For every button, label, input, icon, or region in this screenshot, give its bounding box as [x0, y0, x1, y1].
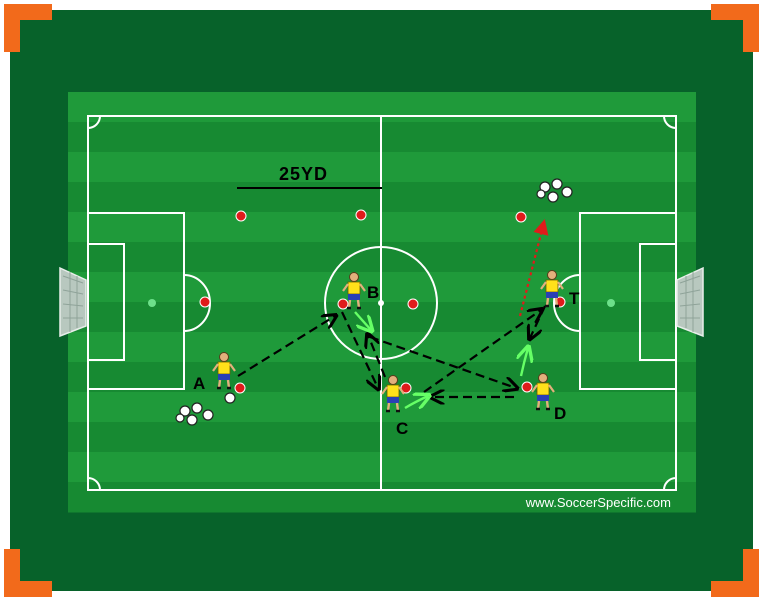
- shot-arrow-t: [518, 219, 549, 317]
- goal-icon: [676, 266, 704, 338]
- cone-icon: [234, 382, 246, 394]
- ball-bag-icon: [536, 178, 573, 203]
- corner-arc: [87, 115, 101, 129]
- cone-icon: [515, 211, 527, 223]
- run-arrow-b: [354, 311, 371, 330]
- right-penalty-spot: [607, 299, 615, 307]
- left-penalty-spot: [148, 299, 156, 307]
- cone-icon: [337, 298, 349, 310]
- corner-marker-icon: [711, 4, 759, 52]
- cone-icon: [199, 296, 211, 308]
- pass-arrow-c-to-b: [368, 335, 387, 378]
- pass-arrow-b-to-c: [341, 311, 378, 388]
- player-icon: [342, 272, 366, 310]
- watermark: www.SoccerSpecific.com: [525, 495, 671, 510]
- right-penalty-arc: [553, 274, 581, 332]
- center-spot: [378, 300, 384, 306]
- cone-icon: [235, 210, 247, 222]
- center-circle: [324, 246, 438, 360]
- player-icon: [531, 373, 555, 411]
- corner-marker-icon: [711, 549, 759, 597]
- corner-arc: [663, 477, 677, 491]
- pass-arrow-c-to-t: [423, 310, 541, 393]
- player-label-b: B: [367, 283, 380, 302]
- player-icon: [381, 375, 405, 413]
- run-arrow-d: [521, 348, 528, 377]
- corner-marker-icon: [4, 4, 52, 52]
- run-arrow-c: [404, 396, 428, 408]
- cone-icon: [407, 298, 419, 310]
- pass-arrow-t-to-d: [530, 305, 546, 338]
- corner-arc: [87, 477, 101, 491]
- left-six-yard-box: [87, 243, 125, 361]
- distance-label: 25YD: [279, 164, 329, 184]
- right-six-yard-box: [639, 243, 677, 361]
- field-lines: [87, 115, 677, 491]
- player-label-a: A: [193, 374, 206, 393]
- corner-marker-icon: [4, 549, 52, 597]
- ball-icon: [224, 392, 236, 404]
- cone-icon: [521, 381, 533, 393]
- player-icon: [540, 270, 564, 308]
- pass-arrow-a-to-b: [237, 316, 335, 377]
- corner-arc: [663, 115, 677, 129]
- player-label-d: D: [554, 404, 567, 423]
- pass-arrow-b-to-d: [369, 335, 516, 388]
- ball-bag-icon: [175, 402, 214, 426]
- player-label-t: T: [569, 289, 580, 308]
- player-icon: [212, 352, 236, 390]
- cone-icon: [355, 209, 367, 221]
- player-label-c: C: [396, 419, 409, 438]
- goal-icon: [59, 266, 87, 338]
